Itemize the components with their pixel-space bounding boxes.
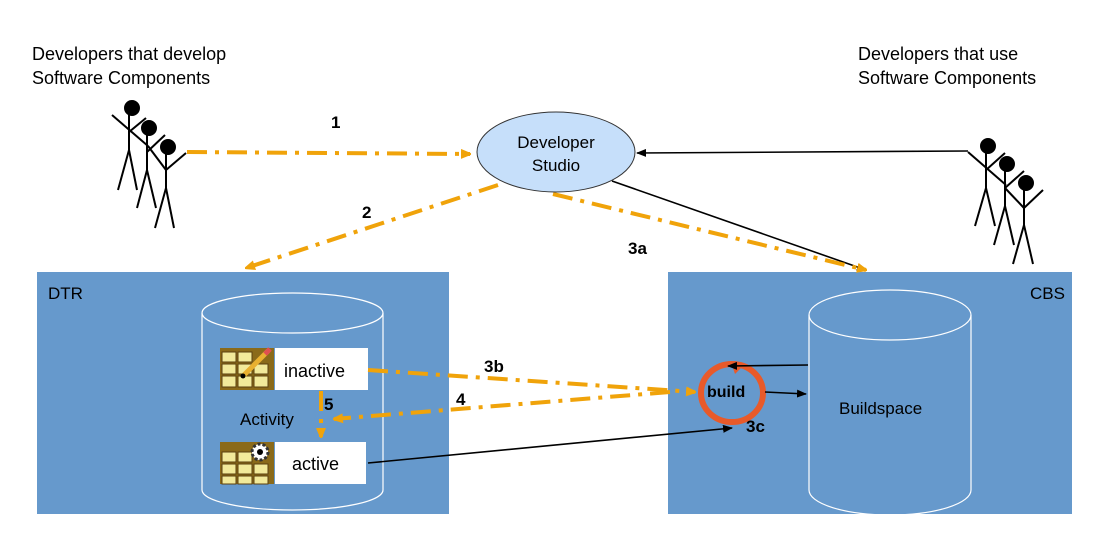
- connector-build-to-buildspace: [764, 389, 807, 398]
- flow-4-build-to-activity: [334, 390, 671, 419]
- flow-1-to-studio: [186, 152, 470, 154]
- step-3a-label: 3a: [628, 239, 647, 258]
- dtr-title: DTR: [48, 284, 83, 303]
- edit-activity-icon: [221, 347, 272, 388]
- step-3b-label: 3b: [484, 357, 504, 376]
- step-4-label: 4: [456, 390, 466, 409]
- developer-studio-node[interactable]: Developer Studio: [476, 111, 636, 193]
- active-activity-item[interactable]: active: [220, 442, 366, 485]
- active-label: active: [292, 454, 339, 474]
- cbs-panel: [668, 272, 1072, 514]
- connector-buildspace-to-build: [727, 361, 809, 370]
- right-actors-label-line1: Developers that use: [858, 44, 1018, 64]
- left-developers-icon: [111, 100, 187, 229]
- connector-studio-to-cbs: [611, 180, 867, 271]
- left-actors-label-line1: Developers that develop: [32, 44, 226, 64]
- step-1-label: 1: [331, 113, 340, 132]
- step-5-label: 5: [324, 395, 333, 414]
- buildspace-label: Buildspace: [839, 399, 922, 418]
- build-label: build: [707, 384, 745, 401]
- right-actors-label-line2: Software Components: [858, 68, 1036, 88]
- cbs-title: CBS: [1030, 284, 1065, 303]
- right-developers-icon: [967, 138, 1044, 265]
- developer-studio-label-line1: Developer: [517, 133, 595, 152]
- connector-active-to-build: [367, 424, 733, 464]
- active-activity-gear-icon: [221, 442, 270, 485]
- flow-2-studio-to-dtr: [246, 183, 499, 268]
- step-3c-label: 3c: [746, 417, 765, 436]
- dtr-repository-cylinder: [201, 292, 384, 511]
- flow-3a-studio-to-cbs: [552, 192, 866, 270]
- flow-3b-inactive-to-build: [367, 368, 695, 392]
- step-2-label: 2: [362, 203, 371, 222]
- developer-studio-label-line2: Studio: [532, 156, 580, 175]
- inactive-label: inactive: [284, 361, 345, 381]
- activity-label: Activity: [240, 410, 294, 429]
- left-actors-label-line2: Software Components: [32, 68, 210, 88]
- buildspace-cylinder: [808, 289, 972, 516]
- connector-users-to-studio: [636, 148, 969, 157]
- inactive-activity-item[interactable]: inactive: [220, 347, 368, 390]
